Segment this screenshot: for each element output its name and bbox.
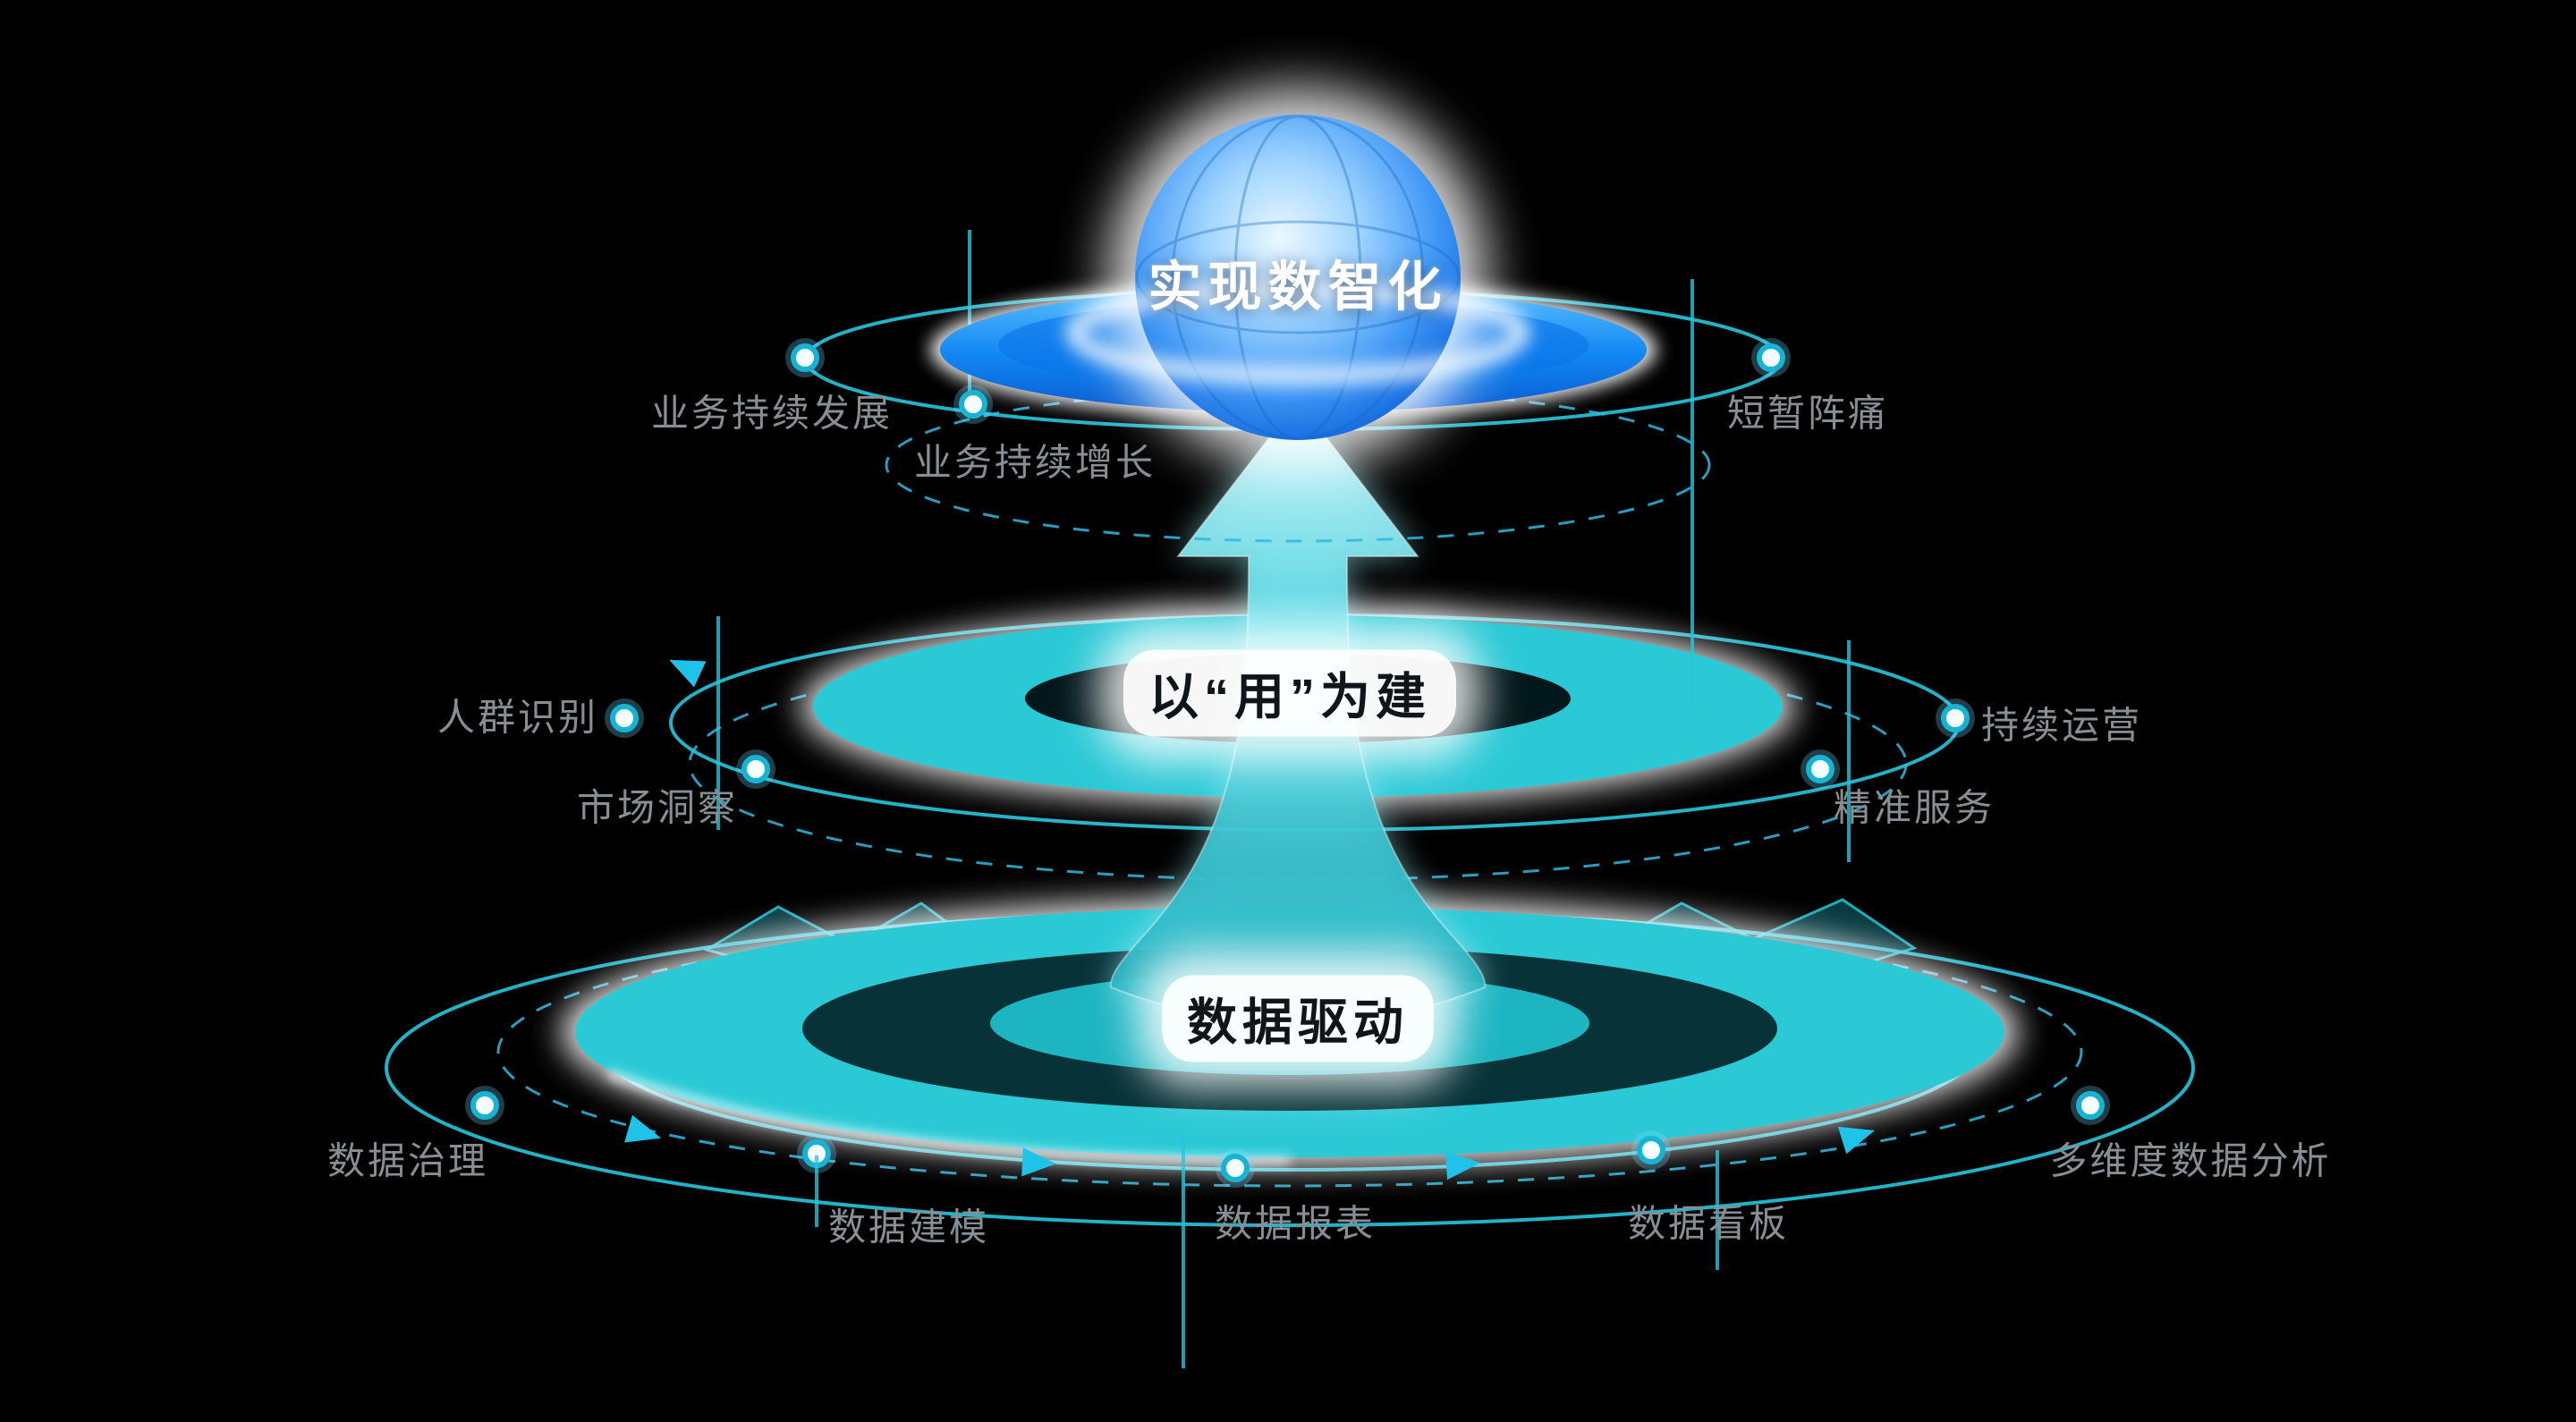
annotation-short-term-pain: 短暂阵痛: [1726, 392, 1889, 435]
node-dot: [605, 698, 644, 738]
bottom-rim-highlight: [606, 1069, 1291, 1165]
annotation-market-insight: 市场洞察: [576, 786, 739, 829]
middle-orbit-dashed: [688, 646, 1908, 882]
annotation-precise-service: 精准服务: [1833, 786, 1996, 829]
globe-meridians: [1135, 114, 1461, 440]
node-dot: [736, 749, 775, 789]
node-dot: [1936, 698, 1975, 738]
globe: [1135, 114, 1461, 440]
annotation-audience-identification: 人群识别: [436, 696, 599, 739]
annotation-data-dashboard: 数据看板: [1627, 1202, 1790, 1245]
annotation-multi-dimensional-data-analysis: 多维度数据分析: [2049, 1139, 2332, 1182]
globe-halo-ring: [1067, 283, 1529, 383]
ring-arrow-icon: [669, 659, 707, 688]
tier-label-build-for-use: 以“用”为建: [1123, 649, 1456, 737]
node-dot: [1801, 749, 1840, 789]
annotation-business-continuous-development: 业务持续发展: [650, 392, 894, 435]
node-dot: [1631, 1130, 1671, 1170]
tier-label-data-driven: 数据驱动: [1162, 975, 1434, 1062]
annotation-business-continuous-growth: 业务持续增长: [913, 441, 1157, 484]
node-dot: [1751, 338, 1791, 377]
ring-arrow-icon: [1021, 1147, 1056, 1177]
node-dot: [1216, 1148, 1255, 1188]
node-dot: [785, 338, 825, 377]
ring-arrow-icon: [1837, 1126, 1875, 1155]
tier-label-achieve-digital-intelligence: 实现数智化: [1148, 257, 1448, 317]
ring-arrow-icon: [1445, 1151, 1480, 1180]
annotation-data-governance: 数据治理: [326, 1139, 489, 1182]
annotation-data-report: 数据报表: [1214, 1202, 1377, 1245]
annotation-continuous-operation: 持续运营: [1980, 704, 2143, 747]
ring-arrow-icon: [624, 1114, 662, 1143]
node-dot: [2071, 1086, 2110, 1125]
node-dot: [953, 385, 993, 424]
annotation-data-modeling: 数据建模: [827, 1206, 990, 1248]
node-dot: [465, 1086, 504, 1125]
top-tier-group: [785, 88, 1791, 707]
